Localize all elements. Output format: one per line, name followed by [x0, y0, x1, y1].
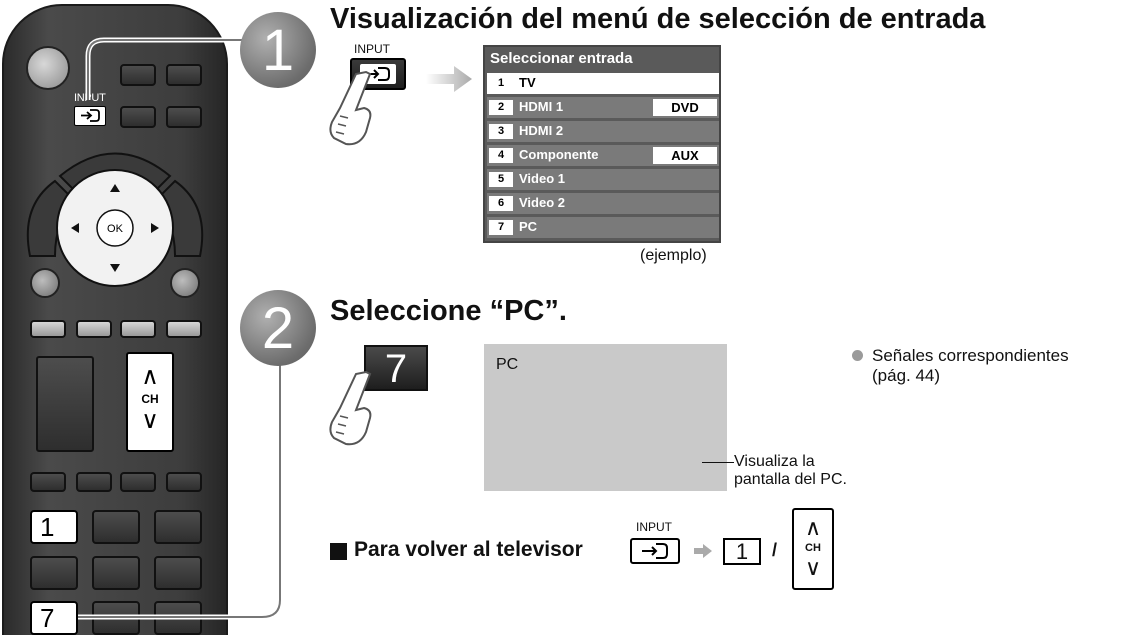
menu-row-label: PC [519, 219, 538, 234]
callout-line [702, 462, 734, 463]
return-separator: / [772, 540, 778, 560]
signals-note-line1: Señales correspondientes [872, 346, 1069, 365]
input-icon [642, 543, 668, 559]
menu-row-number: 7 [489, 220, 513, 235]
remote-key-3[interactable] [154, 510, 202, 544]
menu-row-video2[interactable]: 6 Video 2 [487, 193, 719, 214]
menu-row-label: Video 1 [519, 171, 566, 186]
arrow-right-icon [694, 544, 712, 558]
power-button[interactable] [26, 46, 70, 90]
remote-button[interactable] [120, 472, 156, 492]
svg-text:OK: OK [107, 223, 124, 235]
pc-screen-label: PC [496, 356, 519, 373]
menu-row-hdmi1[interactable]: 2 HDMI 1 DVD [487, 97, 719, 118]
chevron-down-icon: ∨ [804, 555, 822, 580]
menu-row-number: 1 [489, 76, 513, 91]
screen-callout-line2: pantalla del PC. [734, 471, 847, 488]
remote-input-button[interactable] [74, 106, 106, 126]
remote-button[interactable] [30, 472, 66, 492]
menu-row-number: 6 [489, 196, 513, 211]
menu-row-number: 3 [489, 124, 513, 139]
menu-row-label: HDMI 1 [519, 99, 564, 114]
color-button[interactable] [120, 320, 156, 338]
signals-note-line2: (pág. 44) [872, 366, 941, 385]
remote-button[interactable] [166, 472, 202, 492]
menu-row-label: TV [519, 75, 536, 90]
remote-round-button[interactable] [30, 268, 60, 298]
input-select-menu: Seleccionar entrada 1 TV 2 HDMI 1 DVD 3 … [483, 45, 721, 243]
return-key-1: 1 [723, 538, 761, 565]
menu-row-number: 5 [489, 172, 513, 187]
remote-button[interactable] [166, 64, 202, 86]
signals-note: Señales correspondientes (pág. 44) [852, 346, 1069, 386]
pc-screen: PC [484, 344, 727, 491]
return-ch-label: CH [805, 542, 821, 554]
return-label: Para volver al televisor [354, 538, 583, 561]
menu-row-tv[interactable]: 1 TV [487, 73, 719, 94]
remote-round-button[interactable] [170, 268, 200, 298]
remote-key-1[interactable]: 1 [30, 510, 78, 544]
return-input-key [630, 538, 680, 564]
remote-ch-label: CH [141, 392, 159, 406]
remote-button[interactable] [76, 472, 112, 492]
chevron-up-icon: ∧ [804, 515, 822, 540]
menu-row-label: Video 2 [519, 195, 566, 210]
screen-callout: Visualiza la pantalla del PC. [734, 453, 847, 489]
remote-key-5[interactable] [92, 556, 140, 590]
menu-row-pc[interactable]: 7 PC [487, 217, 719, 238]
remote-control: INPUT OK ∧ CH ∨ 1 7 [0, 0, 230, 635]
step-2-badge: 2 [240, 290, 316, 366]
menu-row-hdmi2[interactable]: 3 HDMI 2 [487, 121, 719, 142]
remote-key-7[interactable]: 7 [30, 601, 78, 635]
bullet-icon [852, 350, 863, 361]
color-button[interactable] [30, 320, 66, 338]
remote-ch-button[interactable]: ∧ CH ∨ [126, 352, 174, 452]
chevron-down-icon: ∨ [141, 407, 159, 434]
menu-row-tag: AUX [653, 147, 717, 164]
return-input-label: INPUT [636, 520, 672, 534]
color-button[interactable] [166, 320, 202, 338]
menu-row-label: Componente [519, 147, 599, 162]
menu-row-tag: DVD [653, 99, 717, 116]
menu-title: Seleccionar entrada [490, 50, 633, 67]
arrow-right-icon [426, 66, 472, 92]
color-button[interactable] [76, 320, 112, 338]
menu-row-number: 4 [489, 148, 513, 163]
menu-row-componente[interactable]: 4 Componente AUX [487, 145, 719, 166]
step-2-title: Seleccione “PC”. [330, 295, 567, 327]
menu-row-video1[interactable]: 5 Video 1 [487, 169, 719, 190]
step-2-key-7: 7 [364, 345, 428, 391]
menu-row-label: HDMI 2 [519, 123, 564, 138]
remote-key-4[interactable] [30, 556, 78, 590]
navigation-pad[interactable]: OK [20, 136, 210, 306]
remote-button[interactable] [120, 106, 156, 128]
chevron-up-icon: ∧ [141, 363, 159, 390]
return-ch-key: ∧ CH ∨ [792, 508, 834, 590]
volume-rocker[interactable] [36, 356, 94, 452]
remote-button[interactable] [166, 106, 202, 128]
remote-key-2[interactable] [92, 510, 140, 544]
square-bullet-icon [330, 543, 347, 560]
pressing-hand-icon [329, 370, 372, 446]
step-1-badge: 1 [240, 12, 316, 88]
screen-callout-line1: Visualiza la [734, 453, 815, 470]
menu-row-number: 2 [489, 100, 513, 115]
step-1-title: Visualización del menú de selección de e… [330, 3, 986, 35]
pressing-hand-icon [329, 70, 372, 146]
remote-key-6[interactable] [154, 556, 202, 590]
remote-button[interactable] [120, 64, 156, 86]
step-1-input-label: INPUT [354, 42, 390, 56]
example-note: (ejemplo) [640, 247, 707, 264]
input-icon [81, 109, 100, 122]
